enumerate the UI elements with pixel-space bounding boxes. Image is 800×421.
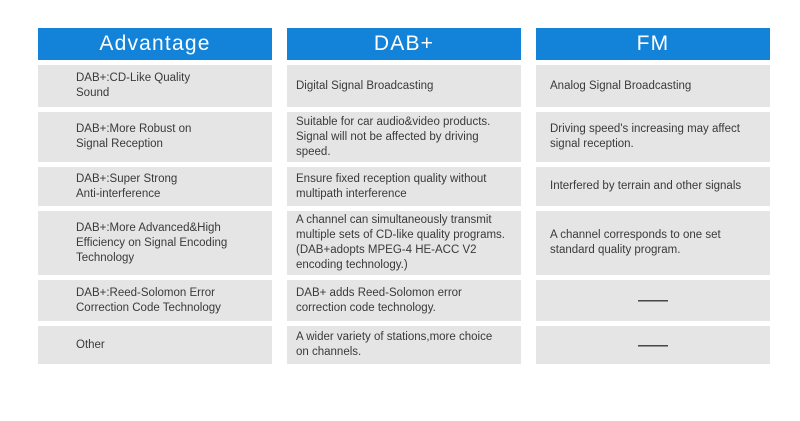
advantage-cell-row4-text: DAB+:More Advanced&High Efficiency on Si… xyxy=(76,221,228,264)
dab-cell-row4: A channel can simultaneously transmit mu… xyxy=(287,211,521,275)
fm-cell-row2: Driving speed's increasing may affect si… xyxy=(536,112,770,162)
advantage-cell-row1: DAB+:CD-Like Quality Sound xyxy=(38,65,272,107)
advantage-cell-row2: DAB+:More Robust on Signal Reception xyxy=(38,112,272,162)
dab-cell-row2-text: Suitable for car audio&video products. S… xyxy=(296,115,491,158)
fm-cell-row3: Interfered by terrain and other signals xyxy=(536,167,770,206)
dab-cell-row5-text: DAB+ adds Reed-Solomon error correction … xyxy=(296,286,462,314)
dab-cell-row2: Suitable for car audio&video products. S… xyxy=(287,112,521,162)
advantage-cell-row6-text: Other xyxy=(76,338,105,351)
dab-fm-comparison-table: Advantage DAB+ FM DAB+:CD-Like Quality S… xyxy=(38,28,770,364)
fm-cell-row1-text: Analog Signal Broadcasting xyxy=(550,79,692,92)
fm-cell-row3-text: Interfered by terrain and other signals xyxy=(550,180,742,192)
fm-cell-row1: Analog Signal Broadcasting xyxy=(536,65,770,107)
column-header-fm-label: FM xyxy=(636,32,670,55)
fm-cell-row4-text: A channel corresponds to one set standar… xyxy=(550,229,721,256)
advantage-cell-row3: DAB+:Super Strong Anti-interference xyxy=(38,167,272,206)
dab-cell-row1-text: Digital Signal Broadcasting xyxy=(296,79,434,92)
column-header-fm: FM xyxy=(536,28,770,60)
advantage-cell-row5-text: DAB+:Reed-Solomon Error Correction Code … xyxy=(76,286,221,314)
dab-cell-row1: Digital Signal Broadcasting xyxy=(287,65,521,107)
fm-cell-row5: —— xyxy=(536,280,770,321)
dab-cell-row3: Ensure fixed reception quality without m… xyxy=(287,167,521,206)
advantage-cell-row5: DAB+:Reed-Solomon Error Correction Code … xyxy=(38,280,272,321)
dab-cell-row6: A wider variety of stations,more choice … xyxy=(287,326,521,364)
dab-cell-row4-text: A channel can simultaneously transmit mu… xyxy=(296,214,505,271)
dab-cell-row6-text: A wider variety of stations,more choice … xyxy=(296,331,493,358)
advantage-cell-row6: Other xyxy=(38,326,272,364)
advantage-cell-row1-text: DAB+:CD-Like Quality Sound xyxy=(76,72,191,99)
dash-placeholder: —— xyxy=(638,336,668,354)
fm-cell-row2-text: Driving speed's increasing may affect si… xyxy=(550,123,740,150)
fm-cell-row6: —— xyxy=(536,326,770,364)
column-header-advantage-label: Advantage xyxy=(99,32,211,55)
dab-cell-row5: DAB+ adds Reed-Solomon error correction … xyxy=(287,280,521,321)
column-header-advantage: Advantage xyxy=(38,28,272,60)
dash-placeholder: —— xyxy=(638,292,668,309)
advantage-cell-row4: DAB+:More Advanced&High Efficiency on Si… xyxy=(38,211,272,275)
column-header-dab-label: DAB+ xyxy=(373,32,435,55)
fm-cell-row4: A channel corresponds to one set standar… xyxy=(536,211,770,275)
advantage-cell-row2-text: DAB+:More Robust on Signal Reception xyxy=(76,123,192,150)
column-header-dab: DAB+ xyxy=(287,28,521,60)
advantage-cell-row3-text: DAB+:Super Strong Anti-interference xyxy=(76,172,178,200)
dab-cell-row3-text: Ensure fixed reception quality without m… xyxy=(296,172,487,200)
